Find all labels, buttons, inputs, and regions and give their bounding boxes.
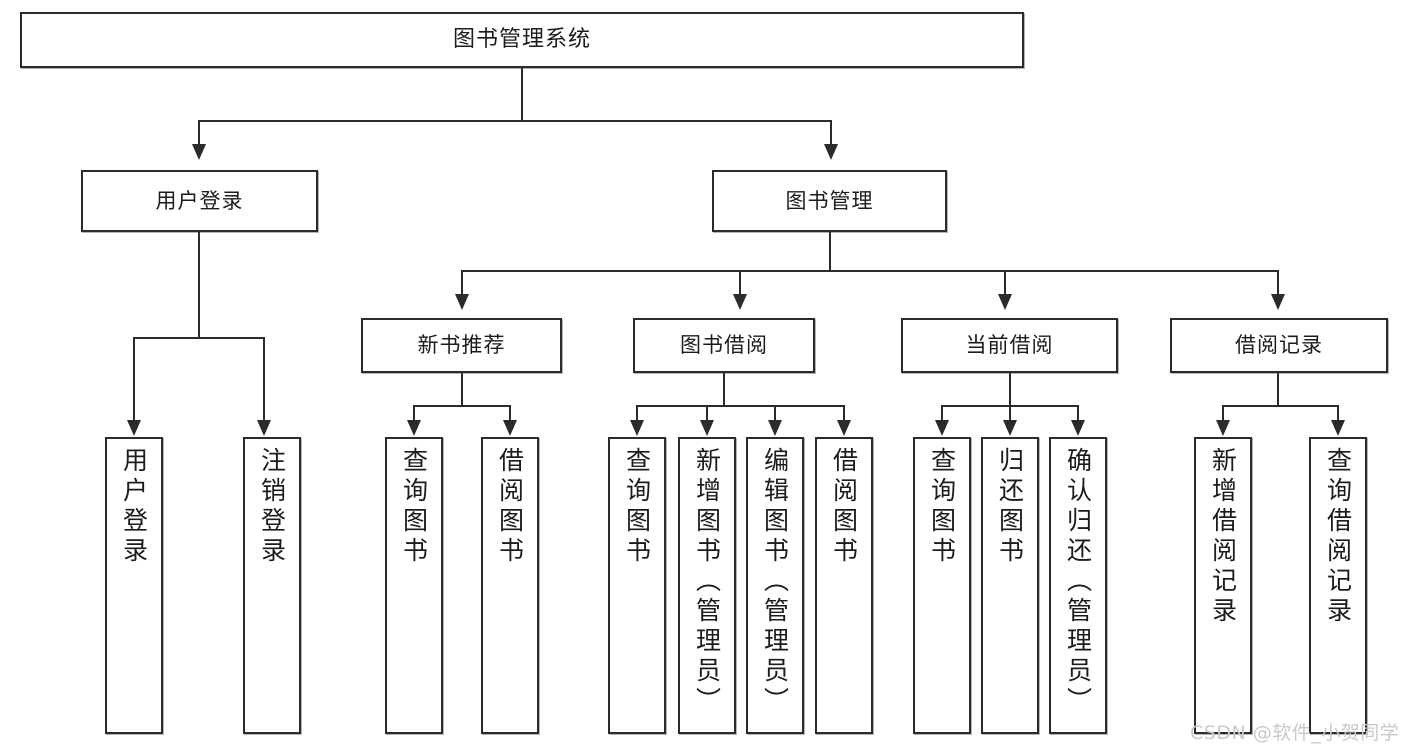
- connector-user-login-to-leaf-2: [263, 337, 265, 421]
- connector-new-book-recommend-to-leaf-2: [509, 405, 511, 421]
- connector-book-manage-to-book-borrow: [739, 270, 741, 295]
- connector-book-manage-stem: [829, 232, 831, 271]
- connector-book-borrow-stem: [723, 373, 725, 406]
- leaf-return-book-label: 归还图书: [995, 447, 1025, 567]
- node-user-login[interactable]: 用户登录: [81, 170, 318, 232]
- leaf-add-record-label: 新增借阅记录: [1208, 447, 1238, 627]
- leaf-user-login-label: 用户登录: [119, 447, 149, 567]
- leaf-logout-login-label: 注销登录: [257, 447, 287, 567]
- arrowhead-leaf-logout-login: [257, 420, 271, 436]
- arrowhead-leaf-return-book: [1003, 420, 1017, 436]
- leaf-borrow-book-2[interactable]: 借阅图书: [815, 437, 873, 734]
- node-new-book-recommend[interactable]: 新书推荐: [361, 318, 562, 373]
- arrowhead-leaf-query-book-1: [407, 420, 421, 436]
- connector-current-borrow-to-leaf-3: [1077, 405, 1079, 421]
- leaf-query-book-1-label: 查询图书: [399, 447, 429, 567]
- leaf-confirm-return[interactable]: 确认归还（管理员）: [1049, 437, 1107, 734]
- leaf-return-book[interactable]: 归还图书: [981, 437, 1039, 734]
- connector-book-manage-bus: [461, 270, 1279, 272]
- arrowhead-leaf-query-book-3: [935, 420, 949, 436]
- arrowhead-leaf-confirm-return: [1071, 420, 1085, 436]
- connector-book-borrow-to-leaf-4: [843, 405, 845, 421]
- leaf-user-login[interactable]: 用户登录: [105, 437, 163, 734]
- arrowhead-user-login: [192, 144, 206, 160]
- leaf-query-book-2[interactable]: 查询图书: [608, 437, 666, 734]
- leaf-borrow-book-1-label: 借阅图书: [495, 447, 525, 567]
- node-book-borrow[interactable]: 图书借阅: [633, 318, 815, 373]
- connector-root-to-user-login: [198, 120, 200, 146]
- leaf-edit-book-label: 编辑图书（管理员）: [760, 447, 790, 717]
- leaf-borrow-book-2-label: 借阅图书: [829, 447, 859, 567]
- connector-book-manage-to-new-book-recommend: [461, 270, 463, 295]
- connector-borrow-record-bus: [1222, 405, 1338, 407]
- node-current-borrow[interactable]: 当前借阅: [901, 318, 1118, 373]
- leaf-add-record[interactable]: 新增借阅记录: [1194, 437, 1252, 734]
- node-book-manage-label: 图书管理: [785, 188, 874, 213]
- node-borrow-record[interactable]: 借阅记录: [1170, 318, 1388, 373]
- leaf-query-book-3[interactable]: 查询图书: [913, 437, 971, 734]
- arrowhead-leaf-edit-book: [768, 420, 782, 436]
- leaf-query-record[interactable]: 查询借阅记录: [1309, 437, 1367, 734]
- connector-root-bus: [198, 120, 832, 122]
- node-new-book-recommend-label: 新书推荐: [417, 333, 506, 358]
- arrowhead-current-borrow: [998, 294, 1012, 310]
- connector-borrow-record-stem: [1277, 373, 1279, 406]
- leaf-add-book[interactable]: 新增图书（管理员）: [678, 437, 736, 734]
- arrowhead-leaf-query-book-2: [630, 420, 644, 436]
- connector-borrow-record-to-leaf-2: [1337, 405, 1339, 421]
- node-book-manage[interactable]: 图书管理: [712, 170, 947, 232]
- connector-user-login-stem: [198, 232, 200, 338]
- connector-book-borrow-bus: [636, 405, 844, 407]
- connector-user-login-bus: [133, 337, 264, 339]
- connector-book-manage-to-borrow-record: [1277, 270, 1279, 295]
- leaf-borrow-book-1[interactable]: 借阅图书: [481, 437, 539, 734]
- leaf-query-book-2-label: 查询图书: [622, 447, 652, 567]
- arrowhead-leaf-query-record: [1331, 420, 1345, 436]
- arrowhead-book-manage: [824, 144, 838, 160]
- connector-current-borrow-stem: [1009, 373, 1011, 406]
- arrowhead-leaf-add-book: [700, 420, 714, 436]
- leaf-logout-login[interactable]: 注销登录: [243, 437, 301, 734]
- leaf-query-book-3-label: 查询图书: [927, 447, 957, 567]
- arrowhead-leaf-add-record: [1216, 420, 1230, 436]
- node-book-borrow-label: 图书借阅: [680, 333, 768, 358]
- arrowhead-leaf-borrow-book-1: [503, 420, 517, 436]
- arrowhead-new-book-recommend: [455, 294, 469, 310]
- node-root[interactable]: 图书管理系统: [20, 12, 1024, 68]
- node-root-label: 图书管理系统: [452, 27, 591, 53]
- connector-book-borrow-to-leaf-1: [636, 405, 638, 421]
- leaf-add-book-label: 新增图书（管理员）: [692, 447, 722, 717]
- node-current-borrow-label: 当前借阅: [965, 333, 1054, 358]
- leaf-edit-book[interactable]: 编辑图书（管理员）: [746, 437, 804, 734]
- connector-current-borrow-to-leaf-2: [1009, 405, 1011, 421]
- connector-user-login-to-leaf-1: [133, 337, 135, 421]
- leaf-confirm-return-label: 确认归还（管理员）: [1063, 447, 1093, 717]
- node-borrow-record-label: 借阅记录: [1235, 333, 1323, 358]
- connector-current-borrow-to-leaf-1: [941, 405, 943, 421]
- connector-borrow-record-to-leaf-1: [1222, 405, 1224, 421]
- connector-book-borrow-to-leaf-2: [706, 405, 708, 421]
- connector-new-book-recommend-stem: [461, 373, 463, 406]
- leaf-query-book-1[interactable]: 查询图书: [385, 437, 443, 734]
- arrowhead-leaf-user-login: [127, 420, 141, 436]
- arrowhead-borrow-record: [1271, 294, 1285, 310]
- connector-new-book-recommend-to-leaf-1: [413, 405, 415, 421]
- node-user-login-label: 用户登录: [155, 188, 244, 213]
- connector-root-to-book-manage: [830, 120, 832, 146]
- connector-book-manage-to-current-borrow: [1004, 270, 1006, 295]
- arrowhead-book-borrow: [733, 294, 747, 310]
- arrowhead-leaf-borrow-book-2: [837, 420, 851, 436]
- connector-root-stem: [521, 68, 523, 121]
- leaf-query-record-label: 查询借阅记录: [1323, 447, 1353, 627]
- connector-new-book-recommend-bus: [413, 405, 510, 407]
- connector-book-borrow-to-leaf-3: [774, 405, 776, 421]
